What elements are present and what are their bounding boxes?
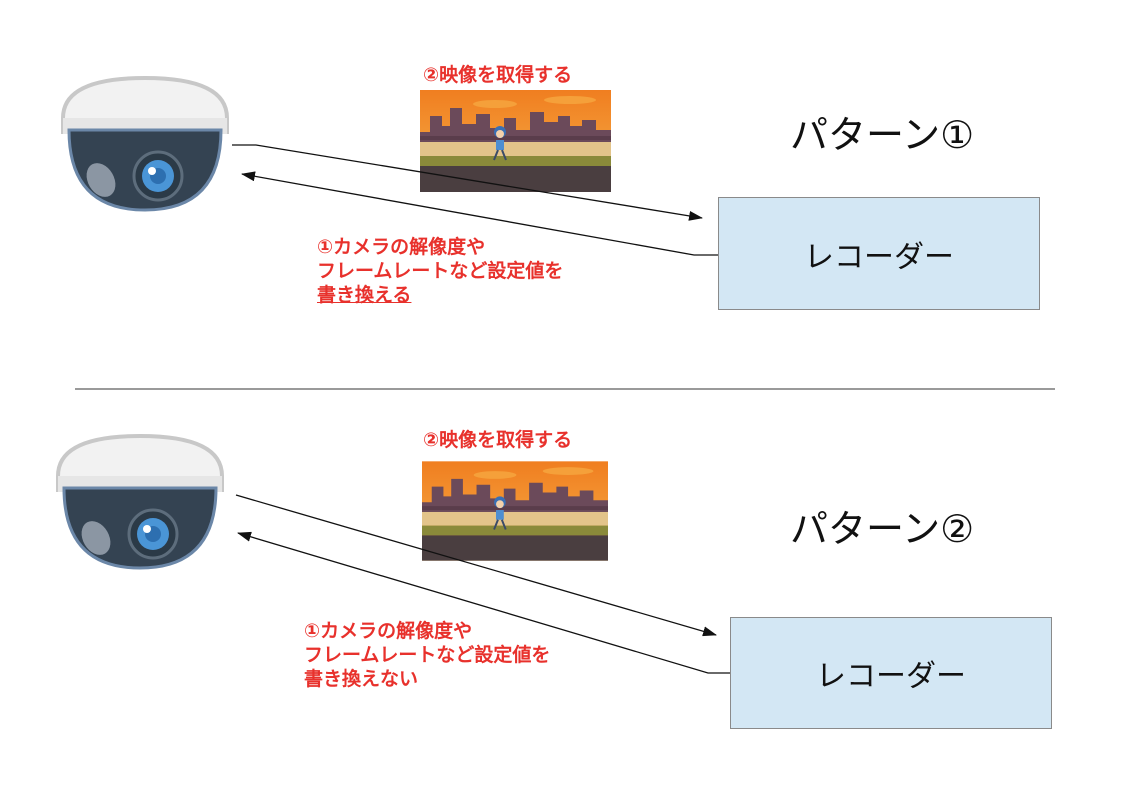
pattern-divider xyxy=(75,388,1055,390)
fetch-video-caption: ②映像を取得する xyxy=(423,429,573,451)
pattern-title: パターン① xyxy=(790,113,975,157)
settings-caption-line: 書き換える xyxy=(317,284,412,306)
recorder-box: レコーダー xyxy=(730,617,1052,729)
settings-read-arrow xyxy=(237,531,730,674)
settings-caption: ①カメラの解像度や フレームレートなど設定値を 書き換える xyxy=(317,235,563,307)
fetch-video-caption: ②映像を取得する xyxy=(423,64,573,86)
video-frame-runner-icon xyxy=(420,90,611,192)
settings-caption-line: フレームレートなど設定値を xyxy=(317,260,564,282)
video-stream-arrow xyxy=(232,144,703,221)
video-stream-arrow xyxy=(235,494,717,637)
pattern-title: パターン② xyxy=(790,507,975,551)
recorder-label: レコーダー xyxy=(804,239,954,275)
dome-camera-icon xyxy=(61,75,229,212)
recorder-label: レコーダー xyxy=(816,659,966,694)
settings-caption: ①カメラの解像度や フレームレートなど設定値を 書き換えない xyxy=(304,619,550,691)
settings-caption-line: ①カメラの解像度や xyxy=(304,620,473,642)
dome-camera-icon xyxy=(56,433,224,570)
video-frame-runner-icon xyxy=(422,461,608,561)
settings-write-arrow xyxy=(241,171,718,256)
recorder-box: レコーダー xyxy=(718,197,1040,310)
settings-caption-line: フレームレートなど設定値を xyxy=(304,644,551,666)
settings-caption-line: ①カメラの解像度や xyxy=(317,236,486,258)
settings-caption-line: 書き換えない xyxy=(304,668,419,690)
